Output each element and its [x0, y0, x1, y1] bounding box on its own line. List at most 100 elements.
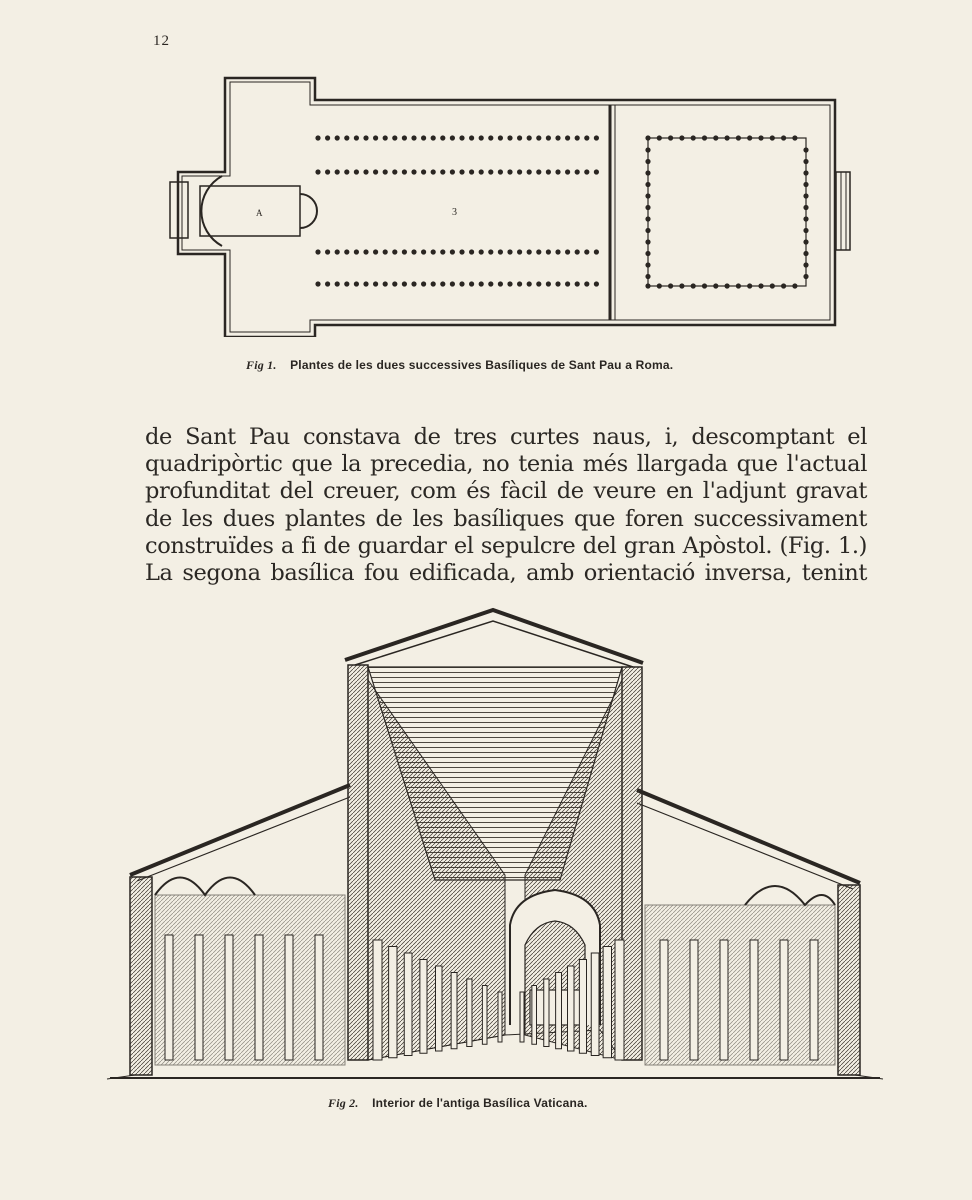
- plan-column-dot: [507, 169, 513, 175]
- plan-column-dot: [459, 249, 465, 255]
- plan-column-dot: [555, 169, 561, 175]
- plan-column-dot: [656, 283, 662, 289]
- plan-column-dot: [565, 135, 571, 141]
- plan-column-dot: [645, 147, 651, 153]
- plan-column-dot: [701, 135, 708, 141]
- figure-1-caption: Fig 1. Plantes de les dues successives B…: [246, 358, 673, 373]
- plan-column-dot: [478, 249, 484, 255]
- plan-column-dot: [430, 169, 436, 175]
- plan-column-dot: [392, 135, 398, 141]
- plan-column-dot: [645, 181, 651, 188]
- plan-column-dot: [517, 281, 523, 287]
- column-shaft: [719, 939, 729, 1061]
- plan-column-dot: [724, 283, 730, 289]
- paragraph-line: de Sant Pau constava de tres curtes naus…: [145, 424, 867, 450]
- column-shaft: [419, 959, 428, 1054]
- plan-column-dot: [584, 169, 590, 175]
- column-shaft: [403, 952, 413, 1056]
- plan-column-dot: [645, 158, 651, 165]
- plan-column-dot: [679, 283, 685, 289]
- plan-column-dot: [411, 249, 417, 255]
- plan-column-dot: [469, 135, 475, 141]
- plan-column-dot: [421, 169, 427, 175]
- plan-column-dot: [713, 283, 719, 289]
- plan-column-dot: [488, 249, 494, 255]
- plan-column-dot: [507, 135, 513, 141]
- plan-column-dot: [334, 169, 340, 175]
- plan-column-dot: [497, 135, 503, 141]
- plan-column-dot: [459, 169, 465, 175]
- floor-plan-figure: A 3: [169, 76, 851, 337]
- paragraph-line: profunditat del creuer, com és fàcil de …: [145, 478, 867, 505]
- plan-column-dot: [593, 249, 599, 255]
- plan-column-dot: [584, 281, 590, 287]
- column-shaft: [450, 972, 458, 1050]
- plan-column-dot: [449, 169, 455, 175]
- plan-column-dot: [449, 249, 455, 255]
- plan-column-dot: [593, 135, 599, 141]
- plan-column-dot: [459, 135, 465, 141]
- plan-column-dot: [421, 281, 427, 287]
- plan-column-dot: [645, 170, 651, 176]
- column-shaft: [194, 934, 204, 1061]
- column-shaft: [602, 946, 612, 1059]
- plan-column-dot: [574, 281, 580, 287]
- plan-column-dot: [401, 135, 407, 141]
- column-shaft: [543, 978, 550, 1047]
- plan-outline: [176, 76, 837, 337]
- plan-column-dot: [440, 281, 446, 287]
- column-shaft: [314, 934, 324, 1061]
- plan-column-dot: [373, 281, 379, 287]
- plan-column-dot: [353, 135, 359, 141]
- plan-column-dot: [645, 250, 651, 257]
- plan-column-dot: [645, 193, 651, 199]
- plan-column-dot: [459, 281, 465, 287]
- column-shaft: [659, 939, 669, 1061]
- plan-column-dot: [679, 135, 685, 141]
- plan-column-dot: [656, 135, 662, 141]
- plan-column-dot: [401, 169, 407, 175]
- column-shaft: [689, 939, 699, 1061]
- colonnade: [164, 934, 819, 1061]
- plan-column-dot: [315, 249, 321, 255]
- plan-column-dot: [545, 249, 551, 255]
- plan-column-dot: [373, 135, 379, 141]
- plan-column-dot: [593, 281, 599, 287]
- plan-column-dot: [478, 135, 484, 141]
- column-shaft: [372, 939, 383, 1061]
- plan-column-dot: [645, 216, 651, 222]
- column-shaft: [497, 991, 503, 1043]
- column-shaft: [590, 952, 600, 1056]
- plan-column-dot: [488, 169, 494, 175]
- plan-column-dot: [315, 135, 321, 141]
- plan-column-dot: [584, 249, 590, 255]
- plan-column-dot: [353, 169, 359, 175]
- plan-column-dot: [344, 281, 350, 287]
- plan-column-dot: [574, 169, 580, 175]
- column-shaft: [388, 946, 398, 1059]
- nave-gable: [344, 607, 644, 665]
- figure-2-label: Fig 2.: [328, 1096, 359, 1110]
- plan-column-dot: [735, 283, 742, 289]
- plan-column-dot: [803, 227, 809, 234]
- plan-column-dot: [803, 170, 809, 176]
- basilica-interior-engraving: [106, 607, 884, 1080]
- figure-1-label: Fig 1.: [246, 358, 277, 372]
- plan-column-dot: [645, 204, 651, 211]
- plan-column-dot: [526, 135, 532, 141]
- plan-column-dot: [758, 135, 764, 141]
- plan-column-dot: [440, 169, 446, 175]
- column-shaft: [567, 965, 575, 1052]
- plan-column-dot: [574, 135, 580, 141]
- plan-column-dot: [315, 169, 321, 175]
- plan-column-dot: [781, 283, 787, 289]
- plan-column-dot: [803, 204, 809, 211]
- plan-column-dot: [344, 135, 350, 141]
- plan-column-dot: [645, 135, 651, 141]
- plan-column-dot: [555, 135, 561, 141]
- paragraph-line: La segona basílica fou edificada, amb or…: [145, 560, 867, 587]
- column-shaft: [809, 939, 819, 1061]
- plan-column-dot: [517, 135, 523, 141]
- plan-column-dot: [792, 135, 798, 141]
- plan-column-dot: [488, 281, 494, 287]
